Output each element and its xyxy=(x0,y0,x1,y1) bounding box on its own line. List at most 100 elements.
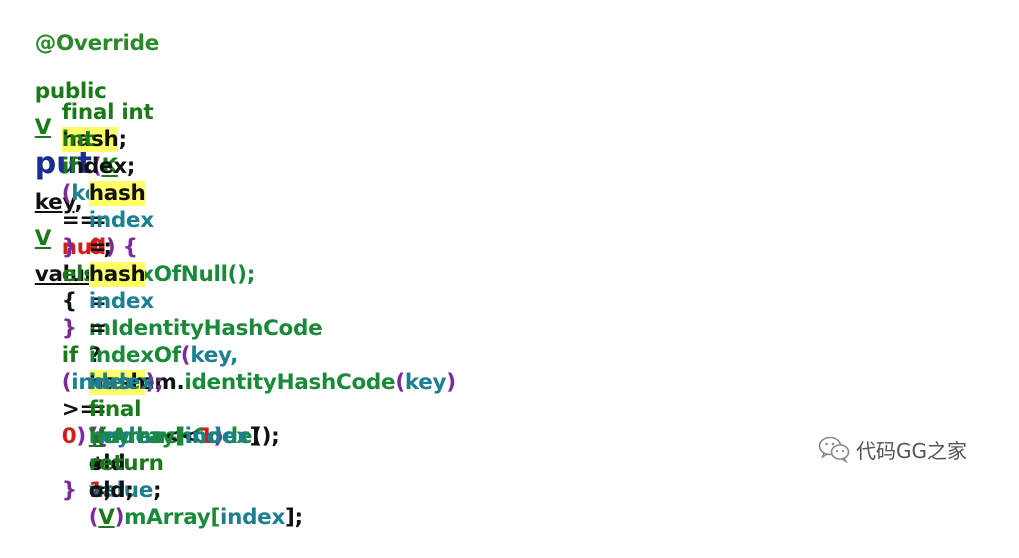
paren: ( xyxy=(180,343,191,368)
var-index: index xyxy=(88,289,154,314)
brace-close: } xyxy=(61,235,77,260)
code-line-4: int index; xyxy=(33,99,136,179)
code-line-3: final int hash; xyxy=(33,72,154,152)
literal-one: 1 xyxy=(198,424,214,449)
keyword-return: return xyxy=(88,451,164,476)
keyword-public: public xyxy=(34,79,107,104)
param-key: key xyxy=(34,190,75,215)
op-ternary: ? xyxy=(88,343,101,368)
arg-hash-highlight: hash xyxy=(88,370,146,395)
comma: , xyxy=(74,190,83,215)
array-close: ] xyxy=(249,424,260,449)
brace-open: { xyxy=(61,289,77,314)
code-line-12: if (index >= 0) { xyxy=(33,315,137,449)
literal-null: null xyxy=(61,235,106,260)
code-line-16: return old; xyxy=(60,423,164,503)
var-hash-highlight: hash xyxy=(88,181,146,206)
code-line-11: } xyxy=(33,288,77,341)
param-value: value xyxy=(34,262,100,287)
op-assign: = xyxy=(88,235,107,260)
op-equals: == xyxy=(61,208,98,233)
return-type: V xyxy=(34,115,52,140)
paren: ( xyxy=(395,370,405,395)
paren: ( xyxy=(88,424,99,449)
var-index: index xyxy=(88,370,154,395)
code-line-5: if (key == null) { xyxy=(33,126,138,260)
code-line-6: hash = 0; xyxy=(60,153,146,260)
code-line-7: index = indexOfNull(); xyxy=(60,180,256,287)
code-line-14: final V old = (V)mArray[index]; xyxy=(60,369,303,530)
semicolon: ; xyxy=(153,478,162,503)
code-line-17: } xyxy=(33,450,77,503)
arg-key: key, xyxy=(190,343,238,368)
op-assign: = xyxy=(88,208,107,233)
array-marray: mArray[ xyxy=(88,424,185,449)
var-index: index xyxy=(220,505,286,530)
open-paren: ( xyxy=(91,154,102,179)
wechat-icon xyxy=(818,436,850,463)
brace-close: } xyxy=(61,478,77,503)
var-hash-highlight: hash xyxy=(88,262,146,287)
code-line-13: index = (index<<1) + 1; xyxy=(60,342,223,503)
cast-open: ( xyxy=(88,505,99,530)
var-index: index xyxy=(184,424,250,449)
annotation-token: @Override xyxy=(34,31,160,56)
keyword-final: final xyxy=(88,397,142,422)
paren-close: ) xyxy=(213,424,223,449)
field-midentityhashcode: mIdentityHashCode xyxy=(88,316,323,341)
op-assign: = xyxy=(88,289,107,314)
op-assign: = xyxy=(88,451,107,476)
call-identityhashcode: identityHashCode xyxy=(184,370,396,395)
code-line-signature: public V put(K key, V value) { xyxy=(6,38,131,287)
cast-type-v: V xyxy=(98,505,115,530)
code-line-annotation: @Override xyxy=(6,3,160,56)
array-close: ]; xyxy=(285,505,303,530)
literal-zero: 0 xyxy=(61,424,77,449)
keyword-if: if xyxy=(61,154,78,179)
paren-close-brace: ) { xyxy=(105,235,138,260)
code-line-15: mArray[index] = value; xyxy=(60,396,260,503)
op-colon: : xyxy=(88,397,98,422)
paren: ( xyxy=(61,370,72,395)
paren: ( xyxy=(61,181,72,206)
keyword-int: int xyxy=(61,127,94,152)
obj-key: key. xyxy=(88,424,137,449)
var-index: index; xyxy=(61,154,136,179)
op-gte: >= xyxy=(61,397,98,422)
semicolon: ; xyxy=(103,478,112,503)
keyword-final-int: final int xyxy=(61,100,154,125)
cast-close: ) xyxy=(114,505,125,530)
semicolon: ; xyxy=(125,478,134,503)
arg-key: key xyxy=(404,370,447,395)
op-shift: << xyxy=(163,424,199,449)
type-v: V xyxy=(88,424,106,449)
semicolon: ; xyxy=(118,127,127,152)
op-assign: = xyxy=(88,397,107,422)
call-hashcode: hashCode xyxy=(136,424,253,449)
var-hash-highlight: hash xyxy=(61,127,119,152)
param-type-v: V xyxy=(34,226,52,251)
var-old: old xyxy=(88,451,126,476)
watermark-text: 代码GG之家 xyxy=(856,438,967,463)
code-line-10: index = indexOf(key, hash); xyxy=(60,261,238,395)
code-line-8: } else { xyxy=(33,207,110,314)
op-assign: = xyxy=(88,316,107,341)
param-type-k: K xyxy=(101,154,118,179)
var-index: index xyxy=(88,208,154,233)
brace-close: } xyxy=(61,316,77,341)
paren: ) xyxy=(446,370,456,395)
code-view: @Override public V put(K key, V value) {… xyxy=(6,3,456,530)
code-line-9: hash = mIdentityHashCode ? System.identi… xyxy=(60,234,456,449)
op-plus: + xyxy=(88,451,107,476)
array-marray: mArray[ xyxy=(124,505,220,530)
semicolon: ; xyxy=(103,235,112,260)
watermark: 代码GG之家 xyxy=(818,432,1008,466)
var-index: index xyxy=(71,370,137,395)
literal-zero: 0 xyxy=(88,235,104,260)
keyword-if: if xyxy=(61,343,78,368)
var-index-inner: index xyxy=(98,424,164,449)
var-old: old xyxy=(88,478,126,503)
paren-close: ); xyxy=(145,370,164,395)
paren-close-brace: ) { xyxy=(76,424,109,449)
call-indexof: indexOf xyxy=(88,343,181,368)
